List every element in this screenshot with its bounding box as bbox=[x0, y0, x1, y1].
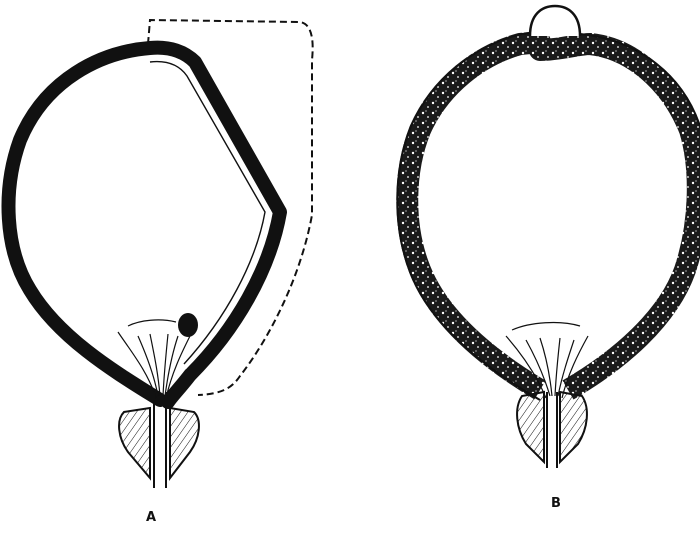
panel-b-wall bbox=[407, 42, 698, 390]
panel-a-wall-inner-line bbox=[150, 62, 265, 364]
panel-a-wall-outer bbox=[9, 48, 280, 402]
panel-a-dark-spot bbox=[178, 313, 198, 337]
panel-b-label: B bbox=[551, 496, 561, 511]
panel-b-top-knob bbox=[530, 6, 580, 36]
panel-b-diagram bbox=[397, 6, 700, 468]
panel-a-cone-right bbox=[170, 408, 199, 478]
panel-b-cone-right bbox=[560, 392, 587, 462]
panel-a-cone-left bbox=[119, 408, 150, 478]
panel-a-label: A bbox=[146, 510, 157, 525]
panel-b-cone-left bbox=[517, 392, 544, 462]
panel-a-diagram bbox=[9, 20, 313, 488]
panel-a-wall-inner bbox=[148, 58, 270, 368]
panel-b-tube bbox=[547, 392, 557, 468]
